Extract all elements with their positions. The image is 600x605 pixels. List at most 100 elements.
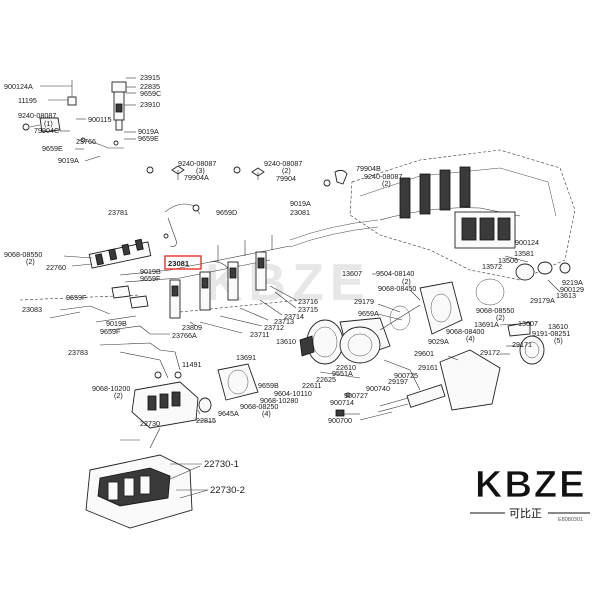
callout: 900124 [515, 238, 539, 247]
highlight-box [164, 255, 202, 270]
callout: 79904 [276, 174, 296, 183]
callout: 9659E [138, 134, 159, 143]
callout: 23766A [172, 331, 197, 340]
callout: 13610 [548, 322, 568, 331]
callout: 900115 [88, 115, 111, 124]
callout: 9659D [216, 208, 237, 217]
callout: (4) [466, 334, 475, 343]
callout: 9029A [428, 337, 449, 346]
injector-detail-top [22, 77, 136, 162]
callout: 11195 [18, 96, 37, 105]
callout: 23716 [298, 297, 318, 306]
callout: 79904B [356, 164, 381, 173]
callout: 9068-08250 [240, 402, 278, 411]
callout: 23712 [264, 323, 284, 332]
brand-logo: KBZE KBZE 可比正 [470, 464, 590, 520]
callout: 23715 [298, 305, 318, 314]
callout: 13607 [342, 269, 362, 278]
callout: 9019A [290, 199, 311, 208]
callout: 9659A [358, 309, 379, 318]
callout: 29171 [512, 340, 532, 349]
callout: 13691 [236, 353, 256, 362]
highlight-leader [209, 261, 229, 269]
callout: 9068-10200 [92, 384, 130, 393]
callout: (2) [402, 277, 411, 286]
injector-harness [19, 235, 301, 335]
callout: 13506 [498, 256, 518, 265]
callout: 9659F [100, 327, 121, 336]
callout: 9019B [106, 319, 127, 328]
callout: 23781 [108, 208, 128, 217]
callout: 9068-08400 [446, 327, 484, 336]
callout: 9504-08140 [376, 269, 414, 278]
callout: 13607 [518, 319, 538, 328]
callout: 9659C [140, 89, 161, 98]
callout: 22611 [302, 381, 321, 390]
callout: 23809 [182, 323, 202, 332]
callout: (3) [196, 166, 205, 175]
callout: 900714 [330, 398, 354, 407]
callout: 9019A [58, 156, 79, 165]
callout: 9659F [66, 293, 87, 302]
callout: 9604-10110 [274, 389, 312, 398]
callout: 22625 [316, 375, 336, 384]
callout: 79904C [34, 126, 59, 135]
callout: (2) [282, 166, 291, 175]
callout: 22835 [140, 82, 160, 91]
brand-subtitle: 可比正 [509, 507, 542, 520]
callout: (1) [44, 119, 53, 128]
gear-case [335, 255, 571, 421]
callout: 23713 [274, 317, 294, 326]
callout: 22760 [46, 263, 66, 272]
callout: 9240-08087 [18, 111, 56, 120]
center-cover [299, 304, 421, 391]
callout: 13572 [482, 262, 502, 271]
callout: 29172 [480, 348, 500, 357]
callout: 22610 [336, 363, 356, 372]
callout: (2) [496, 313, 505, 322]
callout: 9659F [140, 274, 161, 283]
fuel-rail-left [63, 203, 201, 269]
leader-lines [170, 273, 522, 491]
callout: 900725 [394, 371, 418, 380]
callout: 9240-08087 [178, 159, 216, 168]
callout: 22730 [140, 419, 160, 428]
callout: 23081 [290, 208, 310, 217]
callout: 9191-08251 [532, 329, 570, 338]
callout: 9219A [562, 278, 583, 287]
callout: 13610 [276, 337, 296, 346]
callout: 9645A [218, 409, 239, 418]
callout: 23766 [76, 137, 96, 146]
callout: 9068-10280 [260, 396, 298, 405]
callout: (2) [382, 179, 391, 188]
callout: 13691A [474, 320, 499, 329]
callout: 29197 [388, 377, 408, 386]
callout: 22730-1 [204, 459, 239, 470]
pump-large [85, 454, 209, 529]
callout: 9068-08550 [476, 306, 514, 315]
callout: 29179A [530, 296, 555, 305]
callout: (4) [262, 409, 271, 418]
drawing-code: E8080301 [558, 517, 583, 523]
callout: 22730-2 [210, 485, 245, 496]
callout: 9240-08087 [364, 172, 402, 181]
callout: 9019B [140, 267, 161, 276]
callout: 9068-08450 [378, 284, 416, 293]
pump-assembly [99, 342, 259, 449]
callout: 23915 [140, 73, 160, 82]
callout: 9659B [258, 381, 279, 390]
callout: 29179 [354, 297, 374, 306]
callout: (5) [554, 336, 563, 345]
callout: 23783 [68, 348, 88, 357]
svg-text:KBZE: KBZE [475, 464, 586, 506]
callout: 29601 [414, 349, 434, 358]
callout: 23711 [250, 330, 269, 339]
svg-text:KBZE: KBZE [475, 464, 586, 506]
callout: 29161 [418, 363, 438, 372]
callout: 11491 [182, 360, 201, 369]
callout: 900124A [4, 82, 33, 91]
bolt-details [146, 165, 348, 187]
callout: (2) [26, 257, 35, 266]
callout: 23083 [22, 305, 42, 314]
